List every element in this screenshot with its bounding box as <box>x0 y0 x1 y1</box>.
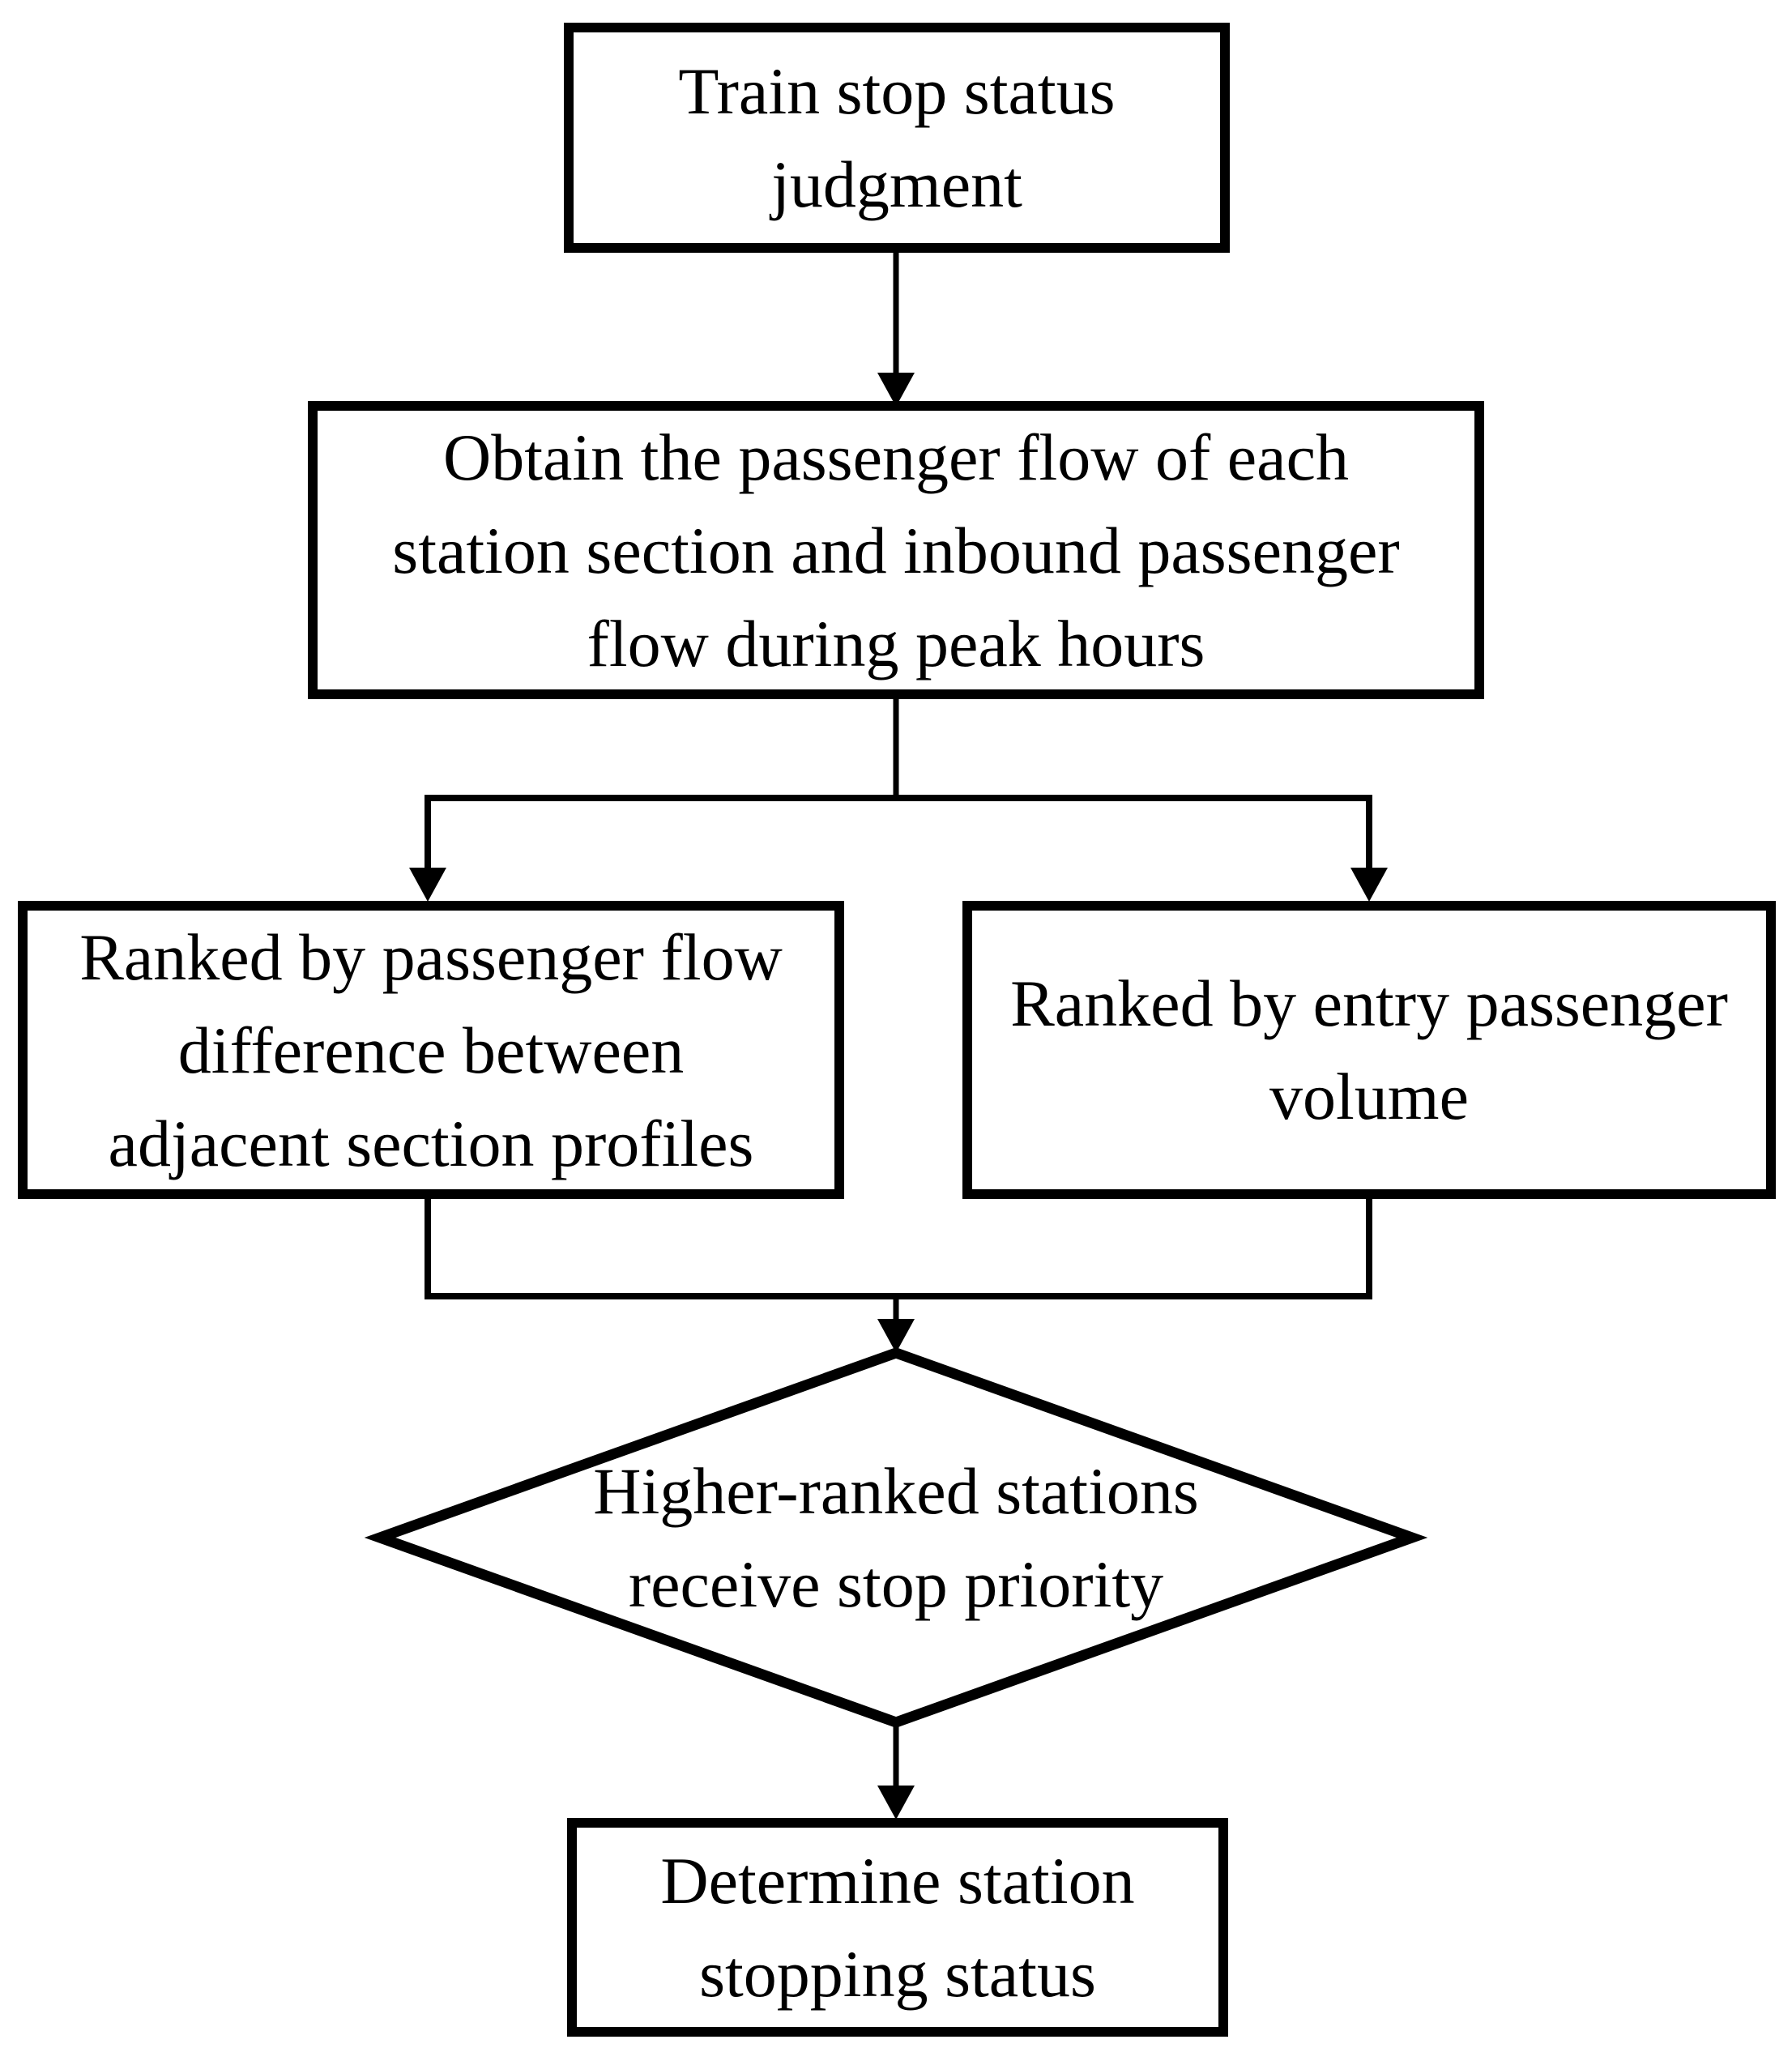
arrowhead-rank-section <box>409 868 446 902</box>
node-determine-stopping-status: Determine station stopping status <box>567 1818 1228 2037</box>
node-text-line: difference between <box>177 1013 685 1087</box>
node-text-line: flow during peak hours <box>587 606 1205 681</box>
node-text-line: judgment <box>771 147 1022 221</box>
node-text-line: Ranked by entry passenger <box>1010 966 1728 1040</box>
node-text-line: Ranked by passenger flow <box>79 919 783 994</box>
node-text-line: stopping status <box>699 1937 1096 2011</box>
node-text-line: Higher-ranked stations <box>593 1454 1199 1528</box>
arrowhead-determine <box>877 1786 915 1820</box>
node-text-line: Obtain the passenger flow of each <box>443 420 1349 494</box>
node-train-stop-status-judgment: Train stop status judgment <box>564 23 1230 253</box>
arrowhead-decision <box>877 1319 915 1353</box>
node-text-line: Determine station <box>660 1844 1135 1918</box>
node-text-line: volume <box>1269 1060 1469 1133</box>
node-text-line: receive stop priority <box>628 1547 1164 1621</box>
node-text-line: adjacent section profiles <box>108 1106 754 1180</box>
node-text-line: station section and inbound passenger <box>392 513 1400 587</box>
node-ranked-by-entry-volume: Ranked by entry passenger volume <box>962 901 1776 1199</box>
arrowhead-rank-entry <box>1350 868 1388 902</box>
arrowhead-obtain <box>877 373 915 407</box>
node-text-line: Train stop status <box>678 54 1116 128</box>
node-ranked-by-section-difference: Ranked by passenger flow difference betw… <box>18 901 844 1199</box>
node-decision-stop-priority: Higher-ranked stations receive stop prio… <box>491 1432 1301 1643</box>
node-obtain-passenger-flow: Obtain the passenger flow of each statio… <box>308 401 1484 699</box>
